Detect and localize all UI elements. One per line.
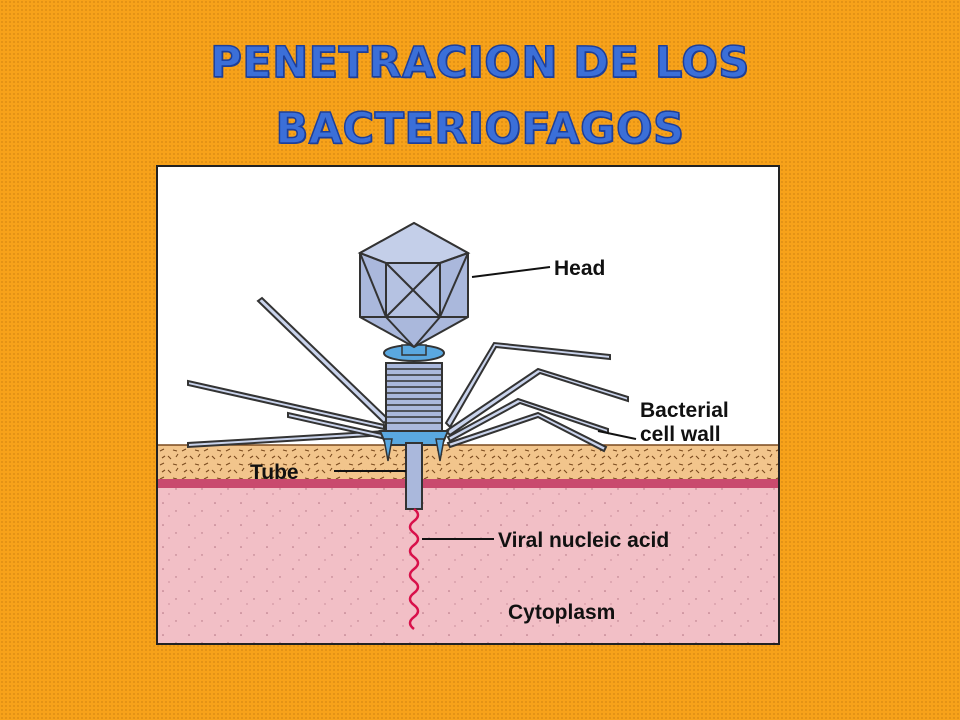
viral-nucleic-acid bbox=[408, 508, 420, 630]
slide-title: PENETRACION DE LOS BACTERIOFAGOS bbox=[0, 30, 960, 162]
bacterial-cell-wall bbox=[158, 445, 778, 479]
label-viral-nucleic-acid: Viral nucleic acid bbox=[498, 529, 669, 552]
bacteriophage-diagram: Head Bacterial cell wall Tube Viral nucl… bbox=[156, 165, 780, 645]
phage-head bbox=[357, 221, 471, 349]
cytoplasm-region bbox=[158, 485, 778, 643]
label-tube: Tube bbox=[250, 461, 299, 484]
title-line-1: PENETRACION DE LOS bbox=[210, 37, 750, 89]
cell-membrane bbox=[158, 479, 778, 488]
injection-tube bbox=[405, 442, 423, 510]
title-line-2: BACTERIOFAGOS bbox=[275, 103, 685, 155]
label-head: Head bbox=[554, 257, 605, 280]
tail-sheath bbox=[385, 362, 443, 432]
label-cytoplasm: Cytoplasm bbox=[508, 601, 615, 624]
label-cell-wall: cell wall bbox=[640, 423, 721, 446]
tail-fibers bbox=[187, 296, 629, 453]
label-bacterial: Bacterial bbox=[640, 399, 729, 422]
leader-lines bbox=[334, 266, 637, 540]
